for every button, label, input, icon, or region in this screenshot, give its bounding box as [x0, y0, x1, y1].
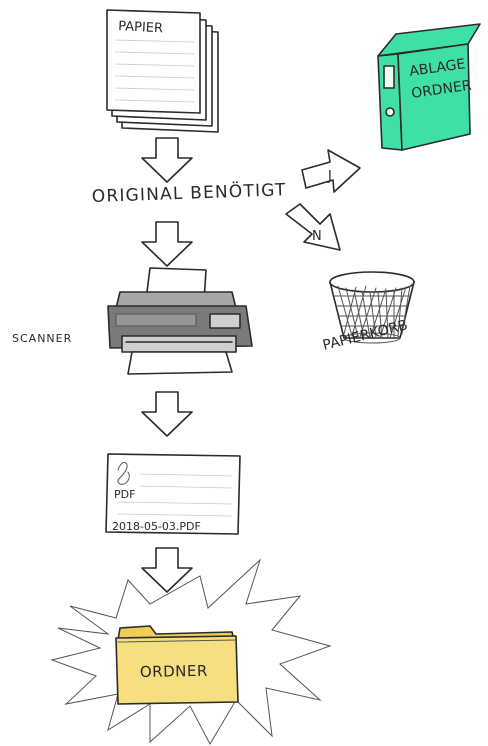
filename-label: 2018-05-03.PDF	[112, 520, 201, 533]
flow-arrow-2	[142, 222, 192, 266]
no-label: N	[312, 229, 322, 244]
original-needed-question: ORIGINAL BENÖTIGT	[91, 178, 287, 207]
paper-label: PAPIER	[118, 19, 164, 36]
yes-label: J	[327, 169, 332, 184]
flow-arrow-1	[142, 138, 192, 182]
no-arrow: N	[286, 204, 340, 250]
yes-arrow: J	[302, 150, 360, 192]
trash-label: PAPIERKORB	[321, 317, 409, 354]
flow-arrow-4	[142, 548, 192, 592]
scanner-label: SCANNER	[12, 332, 72, 345]
printer-scanner-icon: SCANNER	[12, 268, 252, 374]
folder-label: ORDNER	[140, 662, 208, 681]
binder-icon: ABLAGE ORDNER	[378, 24, 480, 150]
wastebasket-icon: PAPIERKORB	[321, 272, 414, 354]
pdf-document-icon: PDF 2018-05-03.PDF	[106, 454, 240, 534]
pdf-label: PDF	[114, 488, 135, 501]
folder-icon: ORDNER	[116, 626, 238, 704]
flow-arrow-3	[142, 392, 192, 436]
paper-stack-icon: PAPIER	[107, 10, 218, 132]
